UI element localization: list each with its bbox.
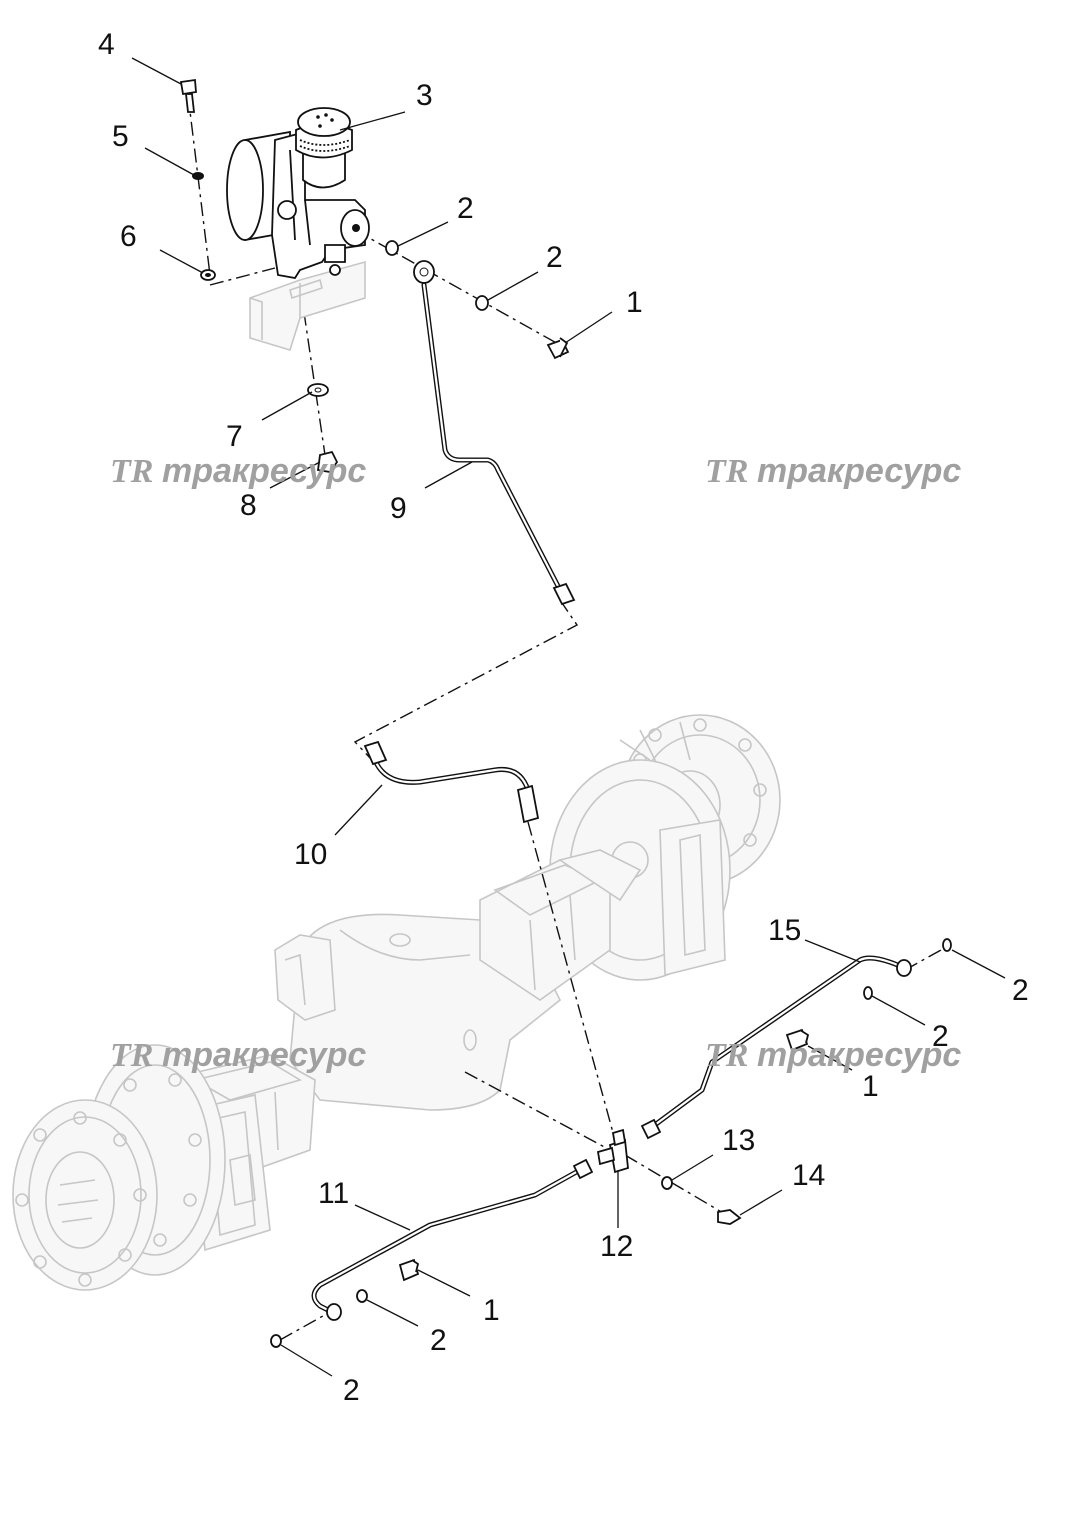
callout-2b: 2 bbox=[546, 241, 563, 274]
watermark-logo: TR bbox=[110, 453, 153, 490]
callout-10: 10 bbox=[294, 838, 327, 871]
callout-2a: 2 bbox=[457, 192, 474, 225]
callout-8: 8 bbox=[240, 489, 257, 522]
watermark-bottom-right: TR тракресурс bbox=[705, 1036, 961, 1074]
callout-13: 13 bbox=[722, 1124, 755, 1157]
watermark-text: тракресурс bbox=[757, 1036, 961, 1074]
callout-labels: 4 3 5 2 6 2 1 7 8 9 10 15 2 2 1 13 14 11… bbox=[98, 28, 1029, 1407]
callout-4: 4 bbox=[98, 28, 115, 61]
axle-assembly-ghost bbox=[12, 714, 781, 1291]
callout-11: 11 bbox=[318, 1177, 349, 1210]
callout-1c: 1 bbox=[483, 1294, 500, 1327]
callout-1b: 1 bbox=[862, 1070, 879, 1103]
brake-master-cylinder bbox=[226, 107, 370, 279]
watermark-logo: TR bbox=[110, 1037, 153, 1074]
mounting-bracket bbox=[249, 260, 366, 351]
callout-14: 14 bbox=[792, 1159, 825, 1192]
watermark-text: тракресурс bbox=[162, 452, 366, 490]
callout-12: 12 bbox=[600, 1230, 633, 1263]
watermark-top-right: TR тракресурс bbox=[705, 452, 961, 490]
brake-lines bbox=[311, 282, 912, 1321]
callout-7: 7 bbox=[226, 420, 243, 453]
watermark-bottom-left: TR тракресурс bbox=[110, 1036, 366, 1074]
callout-3: 3 bbox=[416, 79, 433, 112]
callout-9: 9 bbox=[390, 492, 407, 525]
callout-2c: 2 bbox=[1012, 974, 1029, 1007]
callout-6: 6 bbox=[120, 220, 137, 253]
callout-2d: 2 bbox=[932, 1020, 949, 1053]
callout-2f: 2 bbox=[343, 1374, 360, 1407]
watermark-text: тракресурс bbox=[162, 1036, 366, 1074]
callout-leaders bbox=[131, 57, 1006, 1377]
hardware bbox=[179, 78, 952, 1348]
callout-5: 5 bbox=[112, 120, 129, 153]
watermark-text: тракресурс bbox=[757, 452, 961, 490]
callout-2e: 2 bbox=[430, 1324, 447, 1357]
watermark-logo: TR bbox=[705, 1037, 748, 1074]
watermark-logo: TR bbox=[705, 453, 748, 490]
watermark-top-left: TR тракресурс bbox=[110, 452, 366, 490]
callout-1a: 1 bbox=[626, 286, 643, 319]
callout-15: 15 bbox=[768, 914, 801, 947]
